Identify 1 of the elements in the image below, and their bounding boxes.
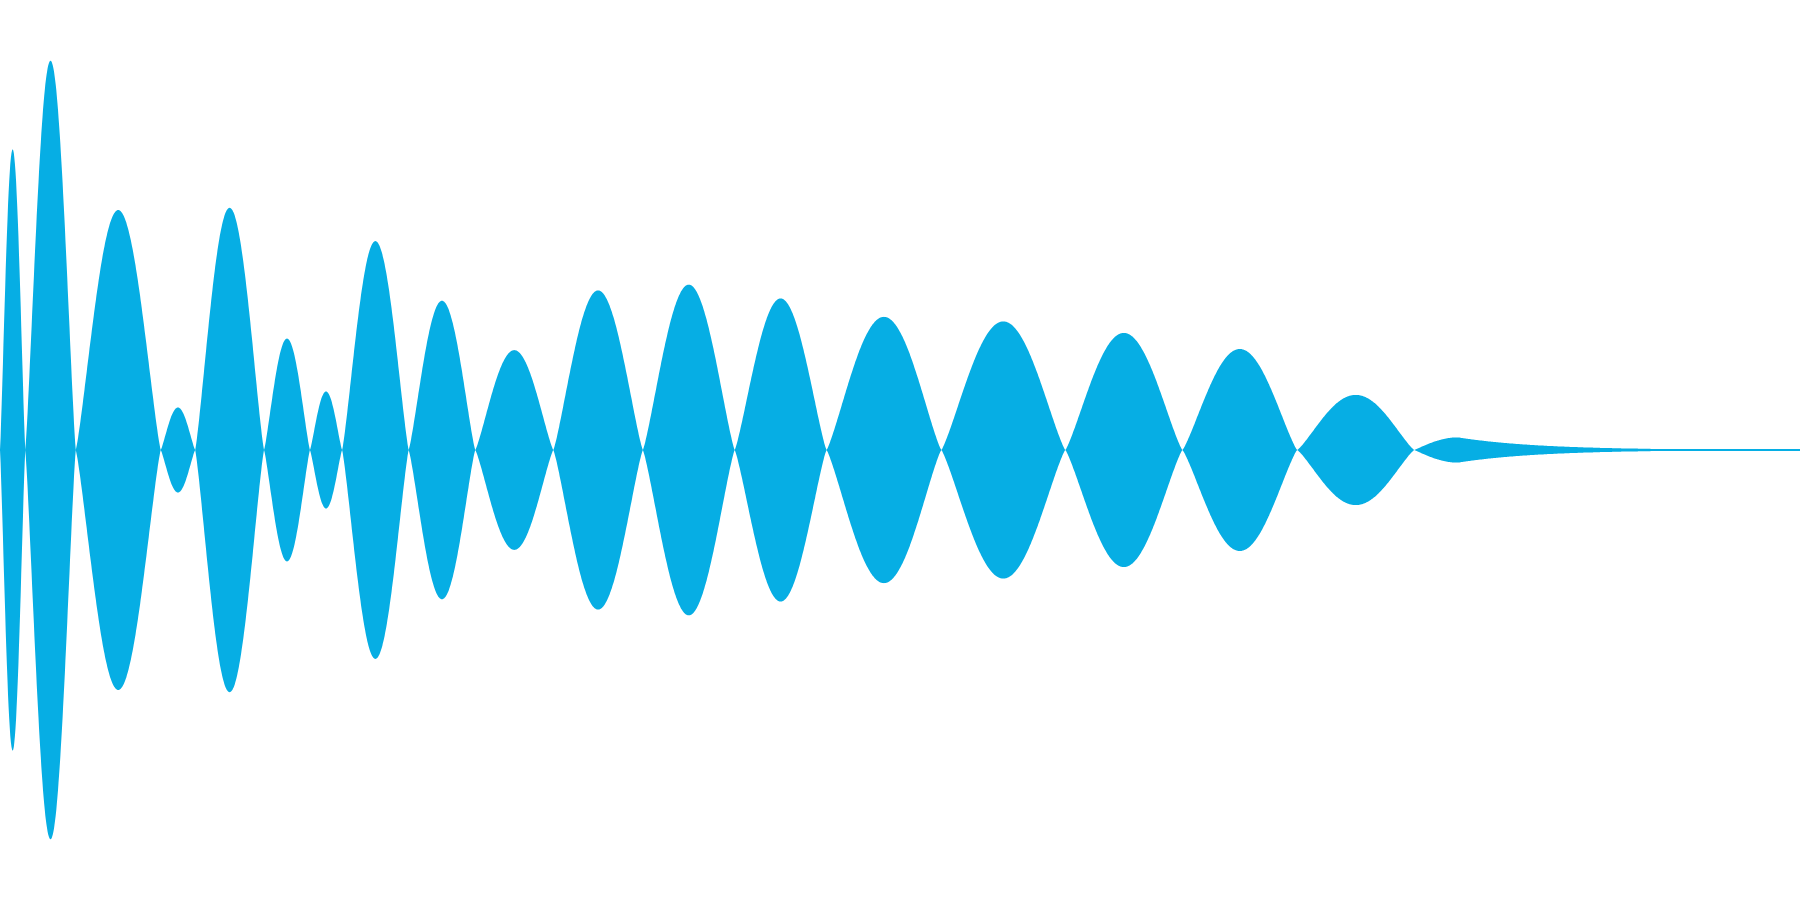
waveform-drawing: [0, 60, 1800, 840]
